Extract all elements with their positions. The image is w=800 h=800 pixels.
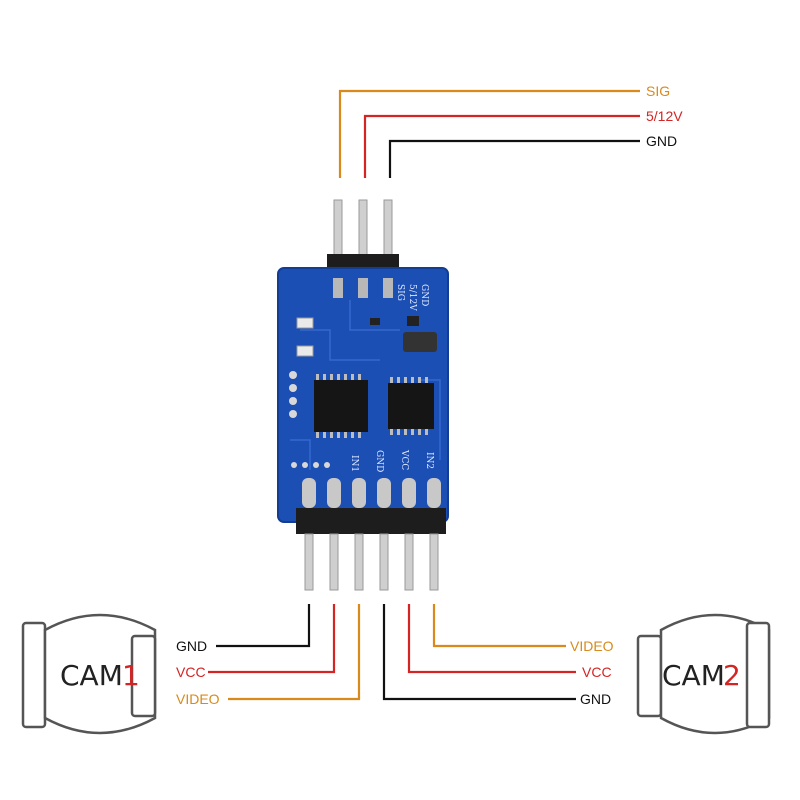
- sig-label: SIG: [646, 83, 670, 99]
- cam1-gnd-label: GND: [176, 638, 207, 654]
- cam1-label: CAM: [60, 659, 123, 692]
- silk-vcc: VCC: [399, 449, 409, 470]
- cam2-vcc-wire: [407, 604, 576, 674]
- led-1: [296, 317, 314, 329]
- bottom-pin: [354, 533, 364, 591]
- cam2-video-wire: [432, 604, 566, 648]
- silk-gnd-bottom: GND: [374, 450, 384, 472]
- camera-1: [21, 613, 157, 735]
- cam1-vcc-label: VCC: [176, 664, 206, 680]
- power-wire: [363, 114, 640, 178]
- pad: [383, 278, 393, 298]
- cam1-vcc-wire: [208, 604, 336, 674]
- cam2-wires: [382, 604, 576, 701]
- silk-in1: IN1: [349, 455, 359, 472]
- bottom-pin: [429, 533, 439, 591]
- silk-5-12v: 5/12V: [407, 284, 417, 311]
- silk-in2: IN2: [424, 452, 434, 469]
- silk-bottom: IN1 GND VCC IN2: [349, 449, 434, 472]
- cam1-gnd-wire: [216, 604, 311, 648]
- top-pin: [358, 199, 368, 263]
- bottom-pin: [304, 533, 314, 591]
- sig-wire: [338, 89, 640, 178]
- cam2-number: 2: [723, 659, 741, 692]
- cam1-video-wire: [228, 604, 361, 701]
- bottom-header-housing: [296, 508, 446, 534]
- silk-top: GND 5/12V SIG: [395, 284, 429, 311]
- side-pads: [289, 371, 297, 418]
- pad: [358, 278, 368, 298]
- cam1-wires: [208, 604, 361, 701]
- bottom-pads: [302, 478, 441, 508]
- bottom-pin: [379, 533, 389, 591]
- top-pin: [333, 199, 343, 263]
- silk-sig: SIG: [395, 284, 405, 301]
- cam2-video-label: VIDEO: [570, 638, 614, 654]
- pad: [333, 278, 343, 298]
- cam2-gnd-label: GND: [580, 691, 611, 707]
- camera-2: [636, 613, 771, 735]
- pcb-board: GND 5/12V SIG: [277, 267, 449, 523]
- bottom-header: [296, 508, 446, 591]
- gnd-wire: [388, 139, 640, 178]
- transistor: [407, 316, 419, 326]
- cam1-video-label: VIDEO: [176, 691, 220, 707]
- cam2-vcc-label: VCC: [582, 664, 612, 680]
- silk-gnd: GND: [419, 284, 429, 306]
- cam1-number: 1: [122, 659, 140, 692]
- ic-1: [314, 374, 368, 438]
- bottom-pin: [404, 533, 414, 591]
- capacitor: [403, 332, 437, 352]
- cam2-gnd-wire: [382, 604, 576, 701]
- top-header: [327, 199, 399, 276]
- led-2: [296, 345, 314, 357]
- resistor: [370, 318, 380, 325]
- bottom-pin: [329, 533, 339, 591]
- ic-2: [388, 377, 434, 435]
- top-wires: [338, 89, 640, 178]
- gnd-label: GND: [646, 133, 677, 149]
- top-pin: [383, 199, 393, 263]
- power-label: 5/12V: [646, 108, 683, 124]
- cam2-label: CAM: [662, 659, 725, 692]
